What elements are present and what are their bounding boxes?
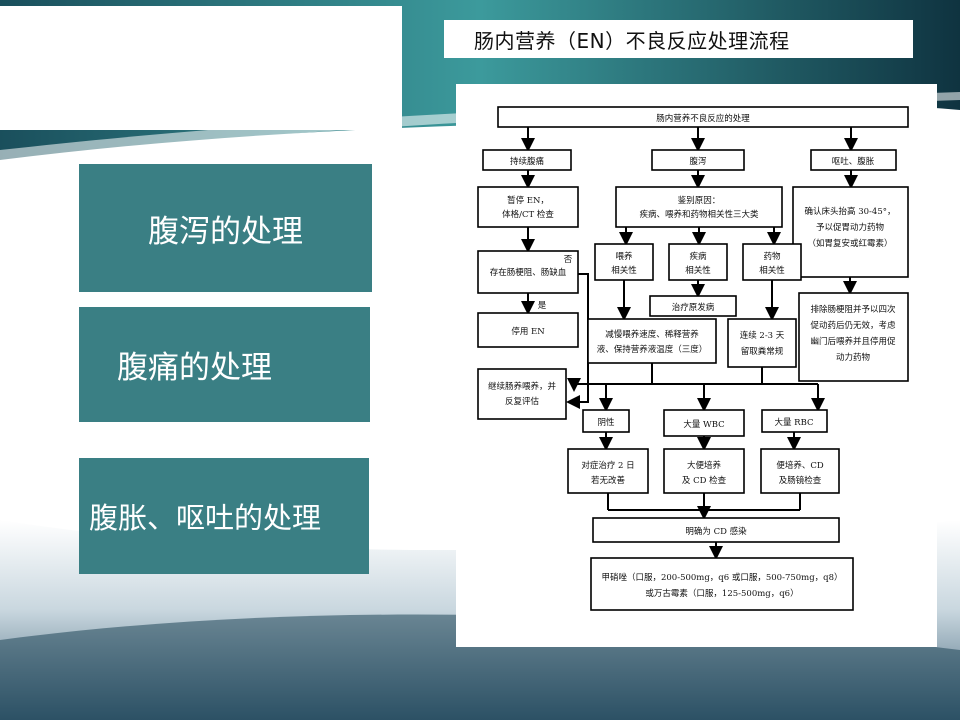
node-stop-en-text: 停用 EN: [511, 326, 545, 337]
node-continue-feeding: [477, 368, 567, 420]
node-exclude-obstruction-text-3: 幽门后喂养并且停用促: [810, 336, 896, 347]
node-vomit-bloating-text: 呕吐、腹胀: [832, 156, 875, 167]
node-feeding-related: [594, 243, 654, 281]
node-stool-culture: [663, 448, 745, 494]
node-identify-cause: [615, 186, 783, 228]
flowchart: 肠内营养不良反应的处理 持续腹痛 腹泻 呕吐、腹胀 暂停 EN， 体格/CT 检…: [477, 106, 909, 611]
node-slow-feeding-text-1: 减慢喂养速度、稀释营养: [605, 329, 699, 340]
page-title: 肠内营养（EN）不良反应处理流程: [474, 28, 790, 53]
node-metronidazole-text-2: 或万古霉素（口服，125-500mg，q6）: [645, 588, 798, 599]
node-feeding-related-text-1: 喂养: [615, 251, 633, 262]
node-exclude-obstruction-text-1: 排除肠梗阻并予以四次: [810, 304, 896, 315]
node-vomit-bloating: [810, 149, 897, 171]
node-stop-en-exam: [477, 186, 579, 228]
node-exclude-obstruction-text-2: 促动药后仍无效，考虑: [810, 320, 896, 331]
node-disease-related-text-1: 疾病: [689, 251, 707, 262]
label-yes: 是: [538, 301, 547, 311]
node-treat-primary-text: 治疗原发病: [672, 302, 715, 313]
menu-label-diarrhea: 腹泻的处理: [148, 213, 303, 250]
node-wbc-text: 大量 WBC: [683, 419, 724, 430]
menu-label-abdominal-pain: 腹痛的处理: [117, 350, 272, 386]
node-stop-en-exam-text-1: 暂停 EN，: [507, 195, 549, 206]
node-drug-related-text-2: 相关性: [759, 265, 785, 276]
node-identify-cause-text-2: 疾病、喂养和药物相关性三大类: [639, 209, 759, 220]
node-obstruction-text: 存在肠梗阻、肠缺血: [490, 267, 567, 278]
node-stool-routine-text-1: 连续 2-3 天: [740, 330, 785, 341]
menu-button-bloating-vomiting[interactable]: 腹胀、呕吐的处理: [79, 458, 369, 574]
node-stool-culture-text-2: 及 CD 检查: [682, 475, 727, 486]
node-head-elevation-text-1: 确认床头抬高 30-45°，: [805, 206, 896, 217]
menu-label-bloating-vomiting: 腹胀、呕吐的处理: [89, 501, 322, 535]
node-treat-primary: [649, 295, 737, 317]
node-exclude-obstruction: [798, 292, 909, 382]
node-head-elevation-text-2: 予以促胃动力药物: [816, 222, 885, 233]
node-disease-related-text-2: 相关性: [685, 265, 711, 276]
node-negative-text: 阴性: [597, 417, 615, 428]
menu-button-diarrhea[interactable]: 腹泻的处理: [79, 164, 372, 292]
node-rbc-text: 大量 RBC: [774, 417, 813, 428]
node-drug-related-text-1: 药物: [763, 251, 781, 262]
node-obstruction: [477, 250, 579, 294]
node-symptomatic: [567, 448, 649, 494]
header-blank-area: [0, 6, 402, 130]
node-culture-scope-text-1: 便培养、CD: [776, 460, 824, 471]
node-drug-related: [742, 243, 802, 281]
node-head-elevation-text-3: （如胃复安或红霉素）: [807, 238, 892, 249]
node-stop-en-exam-text-2: 体格/CT 检查: [502, 209, 554, 220]
menu-button-abdominal-pain[interactable]: 腹痛的处理: [79, 307, 370, 422]
node-symptomatic-text-2: 若无改善: [591, 475, 626, 486]
node-cd-infection: [592, 517, 840, 543]
node-cd-infection-text: 明确为 CD 感染: [685, 526, 747, 537]
node-wbc: [663, 409, 745, 437]
node-stop-en: [477, 312, 579, 348]
node-diarrhea-text: 腹泻: [689, 156, 706, 167]
node-feeding-related-text-2: 相关性: [611, 265, 637, 276]
node-root-text: 肠内营养不良反应的处理: [656, 113, 750, 124]
node-stool-culture-text-1: 大便培养: [687, 460, 722, 471]
node-exclude-obstruction-text-4: 动力药物: [836, 352, 871, 363]
node-continue-feeding-text-2: 反复评估: [505, 396, 540, 407]
node-metronidazole-text-1: 甲硝唑（口服，200-500mg，q6 或口服，500-750mg，q8）: [601, 572, 842, 583]
node-identify-cause-text-1: 鉴别原因：: [678, 195, 721, 206]
node-culture-scope-text-2: 及肠镜检查: [779, 475, 822, 486]
node-root: [497, 106, 909, 128]
node-culture-scope: [760, 448, 840, 494]
node-symptomatic-text-1: 对症治疗 2 日: [581, 460, 634, 471]
title-banner: 肠内营养（EN）不良反应处理流程: [444, 20, 913, 58]
node-disease-related: [668, 243, 728, 281]
node-stool-routine-text-2: 留取粪常规: [741, 346, 784, 357]
node-metronidazole: [590, 557, 854, 611]
label-no: 否: [564, 255, 573, 265]
node-stool-routine: [727, 318, 797, 368]
node-slow-feeding: [587, 318, 717, 364]
node-continue-feeding-text-1: 继续肠养喂养，并: [488, 381, 557, 392]
flowchart-panel: 肠内营养不良反应的处理 持续腹痛 腹泻 呕吐、腹胀 暂停 EN， 体格/CT 检…: [456, 84, 937, 647]
node-persistent-pain-text: 持续腹痛: [510, 156, 545, 167]
node-slow-feeding-text-2: 液、保持营养液温度（三度）: [597, 344, 708, 355]
